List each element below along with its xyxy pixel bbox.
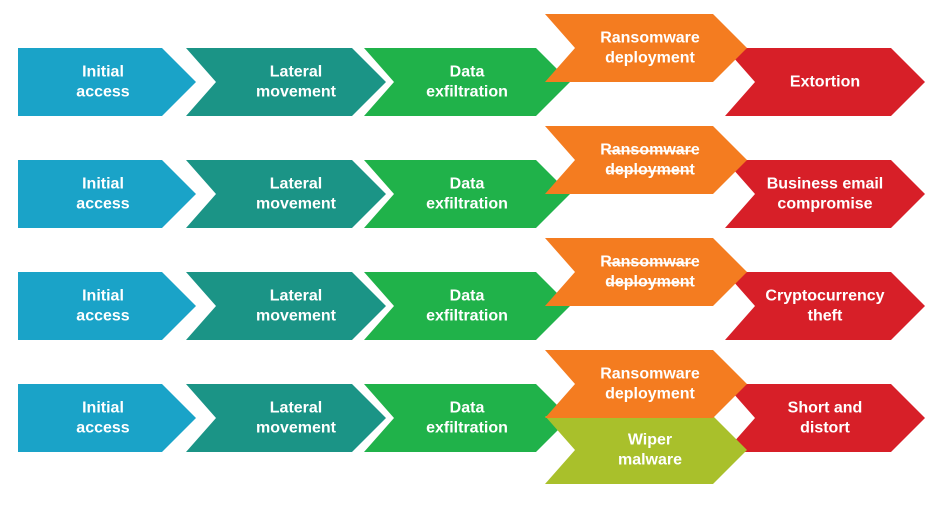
initial-access-label-line-1: Initial xyxy=(82,400,124,417)
initial-access-label-line-1: Initial xyxy=(82,288,124,305)
initial-access-label-line-2: access xyxy=(76,308,129,325)
ransomware-deployment-label-line-2: deployment xyxy=(605,386,695,403)
ransomware-deployment-label-line-1: Ransomware xyxy=(600,30,700,47)
wiper-malware-label-line-1: Wiper xyxy=(628,432,672,449)
data-exfiltration-label-line-1: Data xyxy=(450,64,485,81)
data-exfiltration-label-line-2: exfiltration xyxy=(426,84,508,101)
ransomware-deployment-chevron xyxy=(545,238,747,306)
ransomware-deployment-label-line-2: deployment xyxy=(605,50,695,67)
initial-access-chevron xyxy=(18,384,196,452)
data-exfiltration-label-line-2: exfiltration xyxy=(426,308,508,325)
data-exfiltration-label-line-1: Data xyxy=(450,176,485,193)
data-exfiltration-label-line-1: Data xyxy=(450,400,485,417)
initial-access-label-line-2: access xyxy=(76,196,129,213)
initial-access-chevron xyxy=(18,48,196,116)
ransomware-deployment-chevron xyxy=(545,126,747,194)
data-exfiltration-chevron xyxy=(364,272,570,340)
outcome-chevron xyxy=(725,272,925,340)
initial-access-label-line-2: access xyxy=(76,84,129,101)
lateral-movement-label-line-2: movement xyxy=(256,308,337,325)
lateral-movement-chevron xyxy=(186,160,386,228)
ransomware-deployment-label-line-1: Ransomware xyxy=(600,142,700,159)
lateral-movement-label-line-1: Lateral xyxy=(270,288,322,305)
ransomware-deployment-label-line-1: Ransomware xyxy=(600,254,700,271)
outcome-label-line-1: Business email xyxy=(767,176,884,193)
ransomware-deployment-chevron xyxy=(545,14,747,82)
ransomware-deployment-label-line-1: Ransomware xyxy=(600,366,700,383)
lateral-movement-chevron xyxy=(186,384,386,452)
lateral-movement-label-line-2: movement xyxy=(256,420,337,437)
wiper-malware-chevron xyxy=(545,416,747,484)
outcome-chevron xyxy=(725,48,925,116)
wiper-malware-label-line-2: malware xyxy=(618,452,682,469)
ransomware-deployment-label-line-2: deployment xyxy=(605,274,695,291)
data-exfiltration-chevron xyxy=(364,160,570,228)
lateral-movement-label-line-1: Lateral xyxy=(270,64,322,81)
initial-access-chevron xyxy=(18,160,196,228)
outcome-label-line-1: Extortion xyxy=(790,74,860,91)
outcome-label-line-1: Cryptocurrency xyxy=(765,288,884,305)
lateral-movement-chevron xyxy=(186,48,386,116)
lateral-movement-label-line-1: Lateral xyxy=(270,176,322,193)
data-exfiltration-label-line-2: exfiltration xyxy=(426,420,508,437)
outcome-label-line-2: theft xyxy=(808,308,843,325)
outcome-chevron xyxy=(725,160,925,228)
initial-access-label-line-1: Initial xyxy=(82,64,124,81)
lateral-movement-label-line-1: Lateral xyxy=(270,400,322,417)
initial-access-label-line-2: access xyxy=(76,420,129,437)
data-exfiltration-label-line-2: exfiltration xyxy=(426,196,508,213)
initial-access-chevron xyxy=(18,272,196,340)
lateral-movement-label-line-2: movement xyxy=(256,196,337,213)
data-exfiltration-chevron xyxy=(364,384,570,452)
lateral-movement-chevron xyxy=(186,272,386,340)
data-exfiltration-label-line-1: Data xyxy=(450,288,485,305)
initial-access-label-line-1: Initial xyxy=(82,176,124,193)
lateral-movement-label-line-2: movement xyxy=(256,84,337,101)
outcome-label-line-2: distort xyxy=(800,420,850,437)
outcome-chevron xyxy=(725,384,925,452)
outcome-label-line-2: compromise xyxy=(777,196,872,213)
ransomware-deployment-label-line-2: deployment xyxy=(605,162,695,179)
ransomware-deployment-chevron xyxy=(545,350,747,418)
outcome-label-line-1: Short and xyxy=(788,400,863,417)
data-exfiltration-chevron xyxy=(364,48,570,116)
